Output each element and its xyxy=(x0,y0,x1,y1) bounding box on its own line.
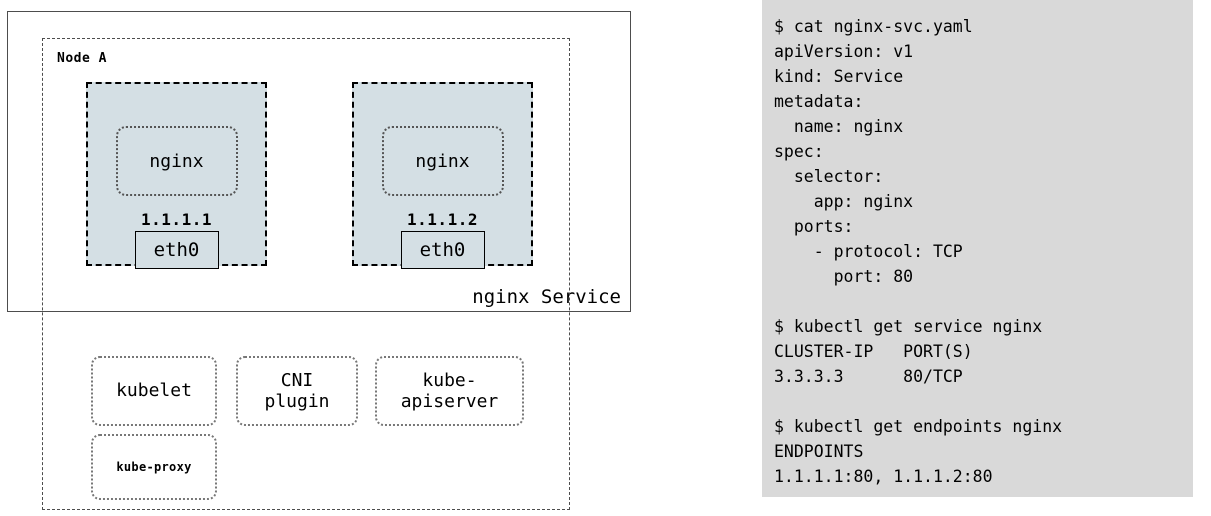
component-kube-proxy: kube-proxy xyxy=(91,434,217,500)
terminal-panel: $ cat nginx-svc.yaml apiVersion: v1 kind… xyxy=(762,0,1193,497)
node-a-boundary: Node A xyxy=(42,38,570,510)
node-label: Node A xyxy=(57,51,107,66)
component-kubelet: kubelet xyxy=(91,356,217,426)
pod-1-container: nginx xyxy=(115,126,238,196)
pod-2-container: nginx xyxy=(381,126,504,196)
pod-1-eth0: eth0 xyxy=(134,231,219,269)
component-cni-plugin: CNI plugin xyxy=(236,356,358,426)
terminal-transcript: $ cat nginx-svc.yaml apiVersion: v1 kind… xyxy=(774,17,1063,486)
pod-2-container-label: nginx xyxy=(415,150,470,172)
pod-1-ip: 1.1.1.1 xyxy=(141,210,212,229)
pod-2-ip: 1.1.1.2 xyxy=(407,210,478,229)
pod-2-eth0: eth0 xyxy=(400,231,485,269)
pod-1: nginx 1.1.1.1 eth0 xyxy=(86,82,267,269)
nginx-service-boundary: nginx Service xyxy=(7,11,631,312)
component-kube-apiserver: kube- apiserver xyxy=(375,356,524,426)
pod-1-eth0-label: eth0 xyxy=(153,239,200,261)
pod-2: nginx 1.1.1.2 eth0 xyxy=(352,82,533,269)
pod-1-container-label: nginx xyxy=(149,150,204,172)
kubernetes-architecture-diagram: nginx Service Node A nginx 1.1.1.1 eth0 … xyxy=(7,11,631,510)
service-label: nginx Service xyxy=(472,286,621,308)
pod-2-eth0-label: eth0 xyxy=(419,239,466,261)
